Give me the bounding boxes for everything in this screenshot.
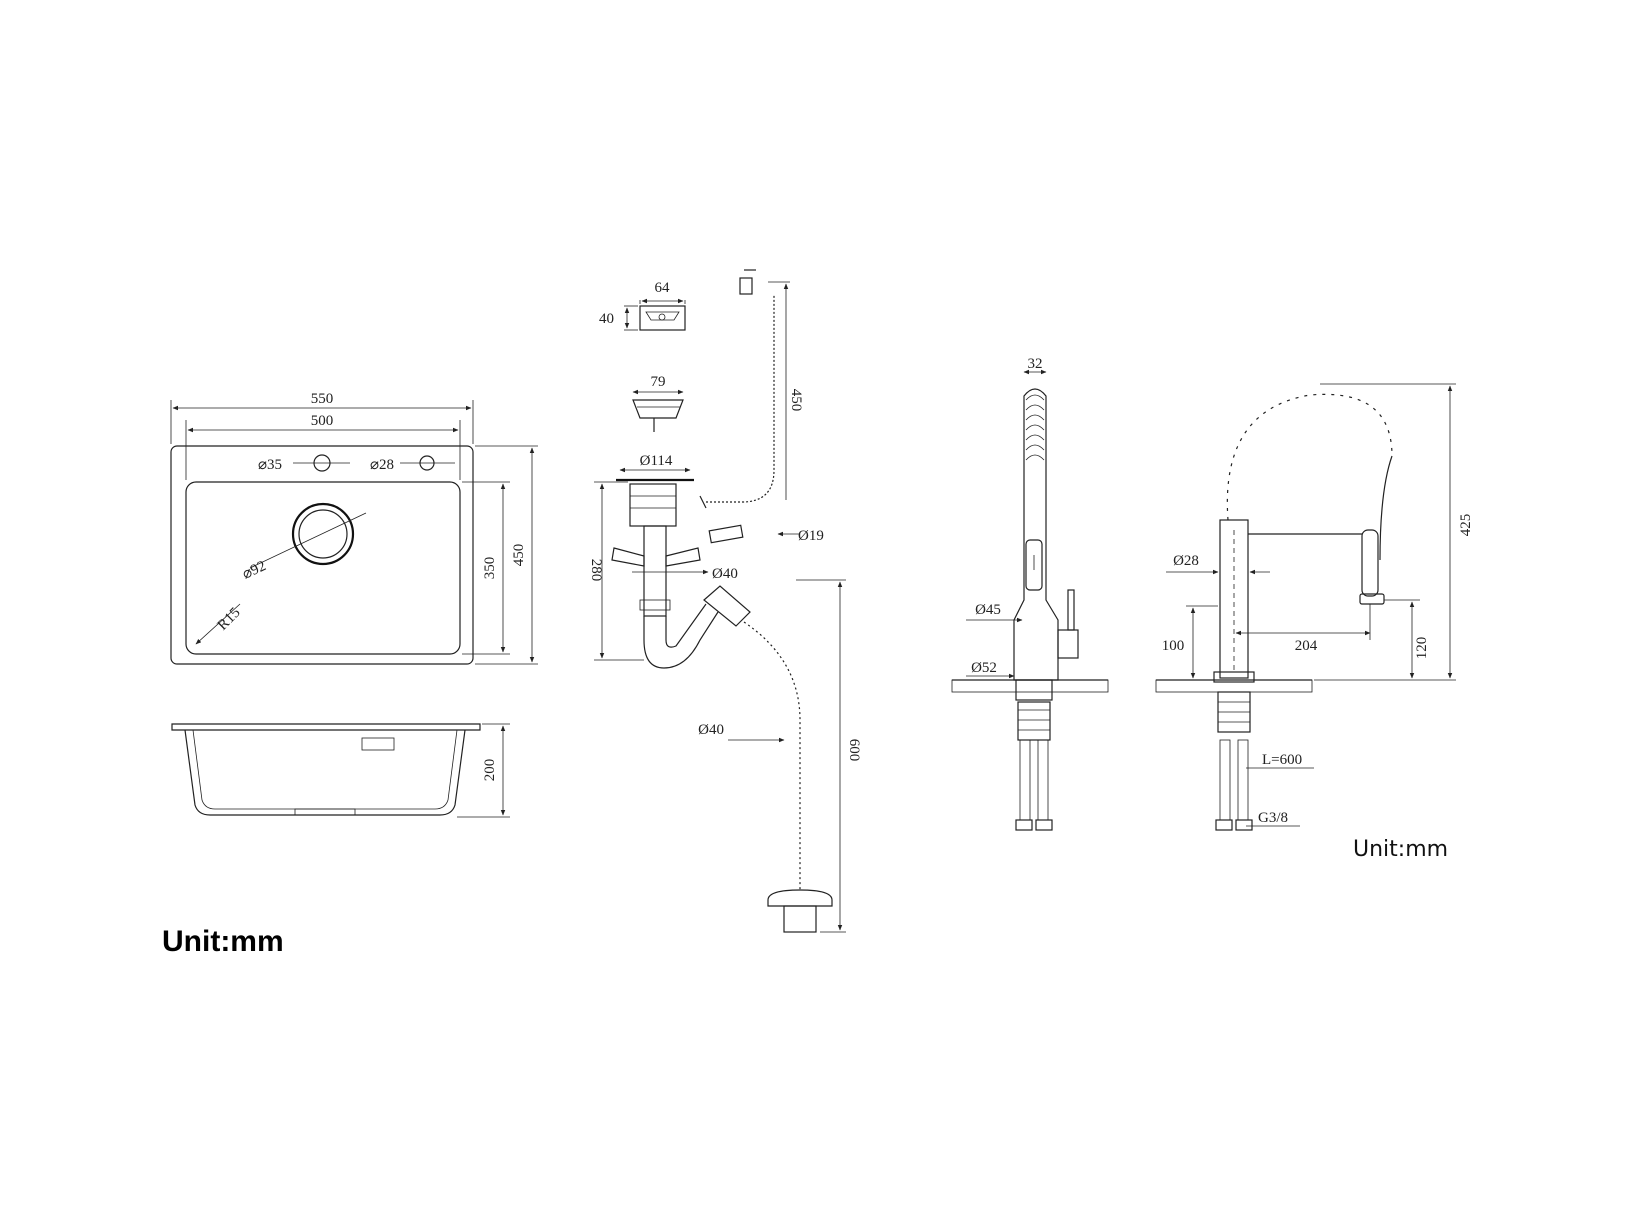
unit-label-right: Unit:mm xyxy=(1353,837,1448,862)
dim-g38: G3/8 xyxy=(1258,810,1288,826)
dim-40-outlet: Ø40 xyxy=(698,722,724,738)
dim-204: 204 xyxy=(1295,638,1318,654)
faucet-front-view: 32 Ø45 Ø52 xyxy=(951,356,1109,831)
dim-hose-600: L=600 xyxy=(1262,752,1302,768)
dim-45: Ø45 xyxy=(975,602,1001,618)
dim-hole-35: ⌀35 xyxy=(258,457,282,473)
dim-52: Ø52 xyxy=(971,660,997,676)
dim-450-hose: 450 xyxy=(788,389,804,412)
drain-kit: 64 40 79 Ø114 450 Ø19 280 Ø40 Ø40 600 xyxy=(588,269,862,933)
dim-28-pipe: Ø28 xyxy=(1173,553,1199,569)
dim-200: 200 xyxy=(482,759,498,782)
dim-19: Ø19 xyxy=(798,528,824,544)
dim-64: 64 xyxy=(655,280,671,296)
dim-radius-15: R15 xyxy=(215,605,244,634)
unit-label-left: Unit:mm xyxy=(162,925,284,958)
dim-100: 100 xyxy=(1162,638,1185,654)
dim-120: 120 xyxy=(1414,637,1430,660)
dim-79: 79 xyxy=(651,374,666,390)
dim-425: 425 xyxy=(1458,514,1474,537)
dim-500: 500 xyxy=(311,413,334,429)
dim-114: Ø114 xyxy=(640,453,673,469)
dim-450: 450 xyxy=(511,544,527,567)
dim-350: 350 xyxy=(482,557,498,580)
dim-32: 32 xyxy=(1028,356,1043,372)
dim-hole-28: ⌀28 xyxy=(370,457,394,473)
dim-40-branch: Ø40 xyxy=(712,566,738,582)
sink-side-view: 200 xyxy=(171,723,510,818)
faucet-side-view: Ø28 425 100 204 120 L=600 G3/8 xyxy=(1155,383,1474,831)
dim-600: 600 xyxy=(846,739,862,762)
dim-550: 550 xyxy=(311,391,334,407)
dim-40-overflow: 40 xyxy=(599,311,614,327)
dim-drain-92: ⌀92 xyxy=(240,558,269,583)
sink-top-view: 550 500 ⌀35 ⌀28 ⌀92 R15 350 450 xyxy=(170,391,538,665)
dim-280: 280 xyxy=(588,559,604,582)
